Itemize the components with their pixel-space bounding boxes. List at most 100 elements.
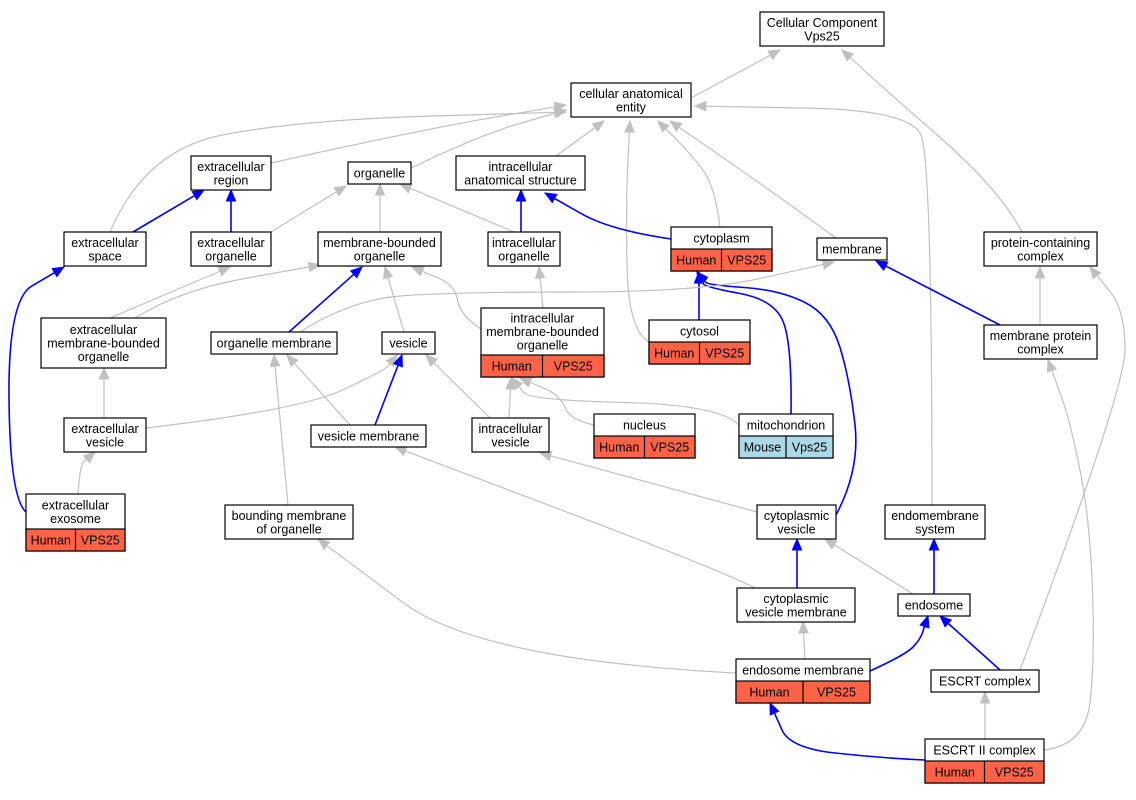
arrowhead: [425, 354, 438, 367]
term-label-line: space: [88, 249, 121, 263]
arrowhead: [798, 620, 809, 634]
term-label-line: extracellular: [197, 236, 264, 250]
term-label-line: vesicle: [389, 337, 427, 351]
term-label-line: vesicle membrane: [745, 605, 846, 619]
term-node-membrane[interactable]: membrane: [816, 237, 888, 261]
species-name: Human: [599, 441, 639, 455]
arrowhead: [538, 450, 553, 462]
term-label-line: intracellular: [479, 422, 543, 436]
term-label-line: extracellular: [42, 498, 109, 512]
term-label-line: anatomical structure: [464, 173, 577, 187]
edge-eo-to-organelle: [270, 185, 348, 233]
term-node-om[interactable]: organelle membrane: [210, 331, 338, 355]
edge-line: [109, 111, 557, 233]
edge-line: [325, 544, 737, 674]
arrowhead: [821, 259, 836, 270]
edge-edm-to-cvm: [798, 620, 809, 660]
term-label-line: cytosol: [680, 325, 719, 339]
edge-pcc-to-cc: [841, 49, 1023, 233]
term-node-endosome[interactable]: endosome: [897, 593, 971, 617]
edge-line: [288, 272, 356, 333]
arrowhead: [554, 106, 568, 118]
term-label-line: organelle membrane: [217, 337, 332, 351]
arrowhead: [939, 615, 953, 628]
arrowhead: [518, 377, 533, 388]
term-label-line: vesicle: [777, 522, 815, 536]
term-label-line: membrane-bounded: [47, 337, 160, 351]
term-label-line: intracellular: [492, 236, 556, 250]
edge-eo-to-er: [225, 188, 237, 232]
term-node-imbo[interactable]: intracellularmembrane-boundedorganelleHu…: [480, 307, 605, 378]
edge-cae-to-cc: [690, 49, 782, 99]
arrowhead: [383, 265, 394, 280]
edge-line: [702, 279, 857, 516]
term-node-organelle[interactable]: organelle: [347, 161, 412, 185]
term-label-line: ESCRT II complex: [933, 744, 1036, 758]
arrowhead: [543, 192, 558, 204]
gene-symbol: VPS25: [727, 254, 766, 268]
term-label-line: membrane protein: [990, 329, 1091, 343]
arrowhead: [286, 354, 299, 368]
term-label-line: membrane: [822, 243, 882, 257]
arrowhead: [191, 189, 206, 201]
arrowhead: [269, 353, 281, 367]
edge-iv-to-imbo: [505, 376, 516, 419]
term-label-line: membrane-bounded: [486, 325, 599, 339]
gene-symbol: VPS25: [81, 534, 120, 548]
term-label-line: cytoplasmic: [763, 592, 828, 606]
edges-layer: [8, 49, 1126, 761]
edge-line: [8, 271, 56, 513]
arrowhead: [657, 120, 670, 133]
term-label-line: organelle: [78, 350, 129, 364]
arrowhead: [393, 446, 408, 457]
term-label-line: region: [214, 173, 249, 187]
term-node-vesicle[interactable]: vesicle: [381, 331, 436, 355]
term-label-line: extracellular: [197, 160, 264, 174]
term-box: [884, 504, 986, 540]
edge-line: [664, 127, 721, 228]
arrowhead: [374, 182, 386, 196]
edge-imbo-to-io: [534, 265, 546, 309]
edge-om-to-membrane: [299, 259, 836, 333]
arrowhead: [919, 614, 930, 629]
arrowhead: [1046, 358, 1058, 373]
term-label-line: extracellular: [70, 323, 137, 337]
edge-line: [549, 455, 758, 513]
term-box: [381, 331, 436, 355]
term-node-escrt[interactable]: ESCRT complex: [930, 669, 1040, 693]
term-box: [570, 82, 692, 118]
edge-escrt-to-pcc: [1019, 265, 1126, 671]
edge-escrt2-to-edm: [769, 701, 926, 761]
term-box: [190, 231, 272, 267]
edge-line: [700, 280, 792, 415]
species-name: Human: [676, 254, 716, 268]
term-label-line: endosome: [905, 599, 963, 613]
term-node-vm[interactable]: vesicle membrane: [310, 424, 427, 448]
arrowhead: [624, 119, 635, 133]
